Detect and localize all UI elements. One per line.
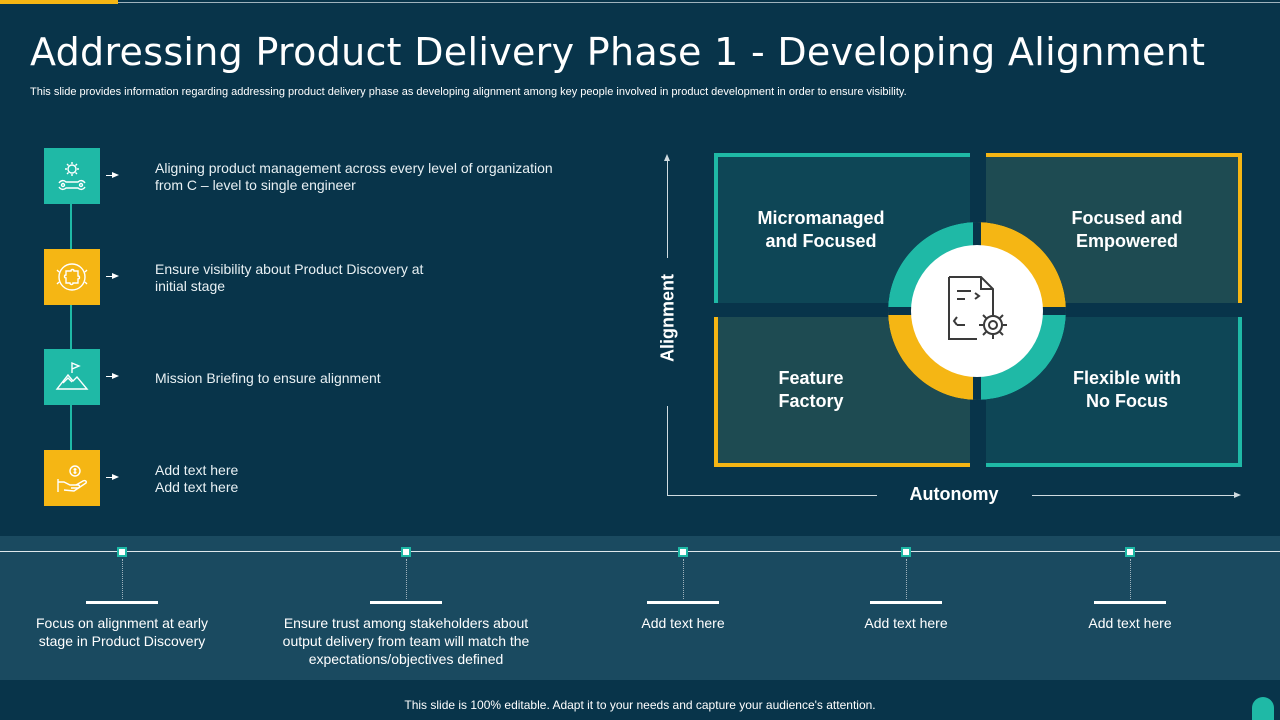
icon-tile: [44, 450, 100, 506]
timeline-bar: [1094, 601, 1166, 604]
top-divider: [118, 2, 1280, 3]
timeline-step: Add text here: [766, 614, 1046, 632]
top-accent-bar: [0, 0, 118, 4]
page-subtitle: This slide provides information regardin…: [30, 86, 907, 98]
list-item-line: initial stage: [155, 278, 226, 294]
timeline-step: Add text here: [990, 614, 1270, 632]
icon-tile: [44, 148, 100, 204]
quadrant-bottom-left: Feature Factory: [714, 317, 970, 467]
timeline-step: Add text here: [543, 614, 823, 632]
arrow-icon: [106, 172, 152, 178]
timeline-bar: [86, 601, 158, 604]
timeline-band: [0, 536, 1280, 680]
list-item-line: from C – level to single engineer: [155, 177, 356, 193]
quadrant-label: No Focus: [1085, 391, 1168, 411]
quadrant-label: Micromanaged: [757, 208, 885, 228]
quadrant-label: Feature: [778, 368, 844, 388]
timeline-step-line: output delivery from team will match the: [282, 633, 530, 649]
timeline-node: [901, 547, 911, 557]
list-item-line: Add text here: [155, 462, 239, 478]
list-item: Ensure visibility about Product Discover…: [44, 249, 604, 305]
list-item-line: Aligning product management across every…: [155, 160, 553, 176]
timeline-step-line: Add text here: [864, 615, 948, 631]
y-axis: [664, 154, 670, 496]
timeline-step-line: Ensure trust among stakeholders about: [283, 615, 529, 631]
timeline-bar: [647, 601, 719, 604]
x-axis-arrowhead: [1234, 492, 1241, 498]
document-gear-icon: [948, 276, 1007, 340]
timeline-step: Focus on alignment at early stage in Pro…: [0, 614, 262, 650]
footer-text: This slide is 100% editable. Adapt it to…: [404, 698, 876, 712]
corner-tab: [1252, 697, 1274, 720]
timeline-step-line: Focus on alignment at early: [36, 615, 208, 631]
quadrant-label: Flexible with: [1072, 368, 1182, 388]
timeline-step-line: Add text here: [1088, 615, 1172, 631]
y-axis-label: Alignment: [657, 274, 678, 362]
list-item: Mission Briefing to ensure alignment: [44, 349, 604, 405]
list-item: Aligning product management across every…: [44, 148, 604, 204]
list-item-line: Add text here: [155, 479, 239, 495]
icon-tile: [44, 249, 100, 305]
quadrant-label: and Focused: [765, 231, 877, 251]
arrow-icon: [106, 474, 152, 480]
puzzle-icon: [56, 263, 88, 291]
gear-wrench-icon: [58, 162, 86, 191]
timeline-node: [678, 547, 688, 557]
quadrant-label: Empowered: [1075, 231, 1179, 251]
center-circle: [911, 245, 1043, 377]
page-title: Addressing Product Delivery Phase 1 - De…: [30, 30, 1206, 74]
timeline-node: [1125, 547, 1135, 557]
quadrant-label: Focused and: [1071, 208, 1183, 228]
y-axis-arrowhead: [664, 154, 670, 161]
timeline-step-line: Add text here: [641, 615, 725, 631]
timeline-step-line: stage in Product Discovery: [38, 633, 206, 649]
footer: [0, 680, 1280, 720]
quadrant-label: Factory: [778, 391, 844, 411]
timeline-line: [0, 551, 1280, 552]
timeline-step-line: expectations/objectives defined: [308, 651, 504, 667]
icon-tile: [44, 349, 100, 405]
list-connector-line: [70, 190, 72, 470]
x-axis: [667, 495, 877, 496]
list-item-line: Ensure visibility about Product Discover…: [155, 261, 424, 277]
timeline-step: Ensure trust among stakeholders about ou…: [266, 614, 546, 668]
list-item: Add text here Add text here: [44, 450, 604, 506]
timeline-bar: [370, 601, 442, 604]
hand-coin-icon: [57, 465, 87, 492]
list-item-line: Mission Briefing to ensure alignment: [155, 370, 381, 386]
arrow-icon: [106, 373, 152, 379]
x-axis-label: Autonomy: [909, 484, 999, 504]
arrow-icon: [106, 273, 152, 279]
x-axis: [1032, 495, 1234, 496]
timeline-node: [117, 547, 127, 557]
mountain-flag-icon: [55, 361, 89, 390]
timeline-bar: [870, 601, 942, 604]
timeline-node: [401, 547, 411, 557]
